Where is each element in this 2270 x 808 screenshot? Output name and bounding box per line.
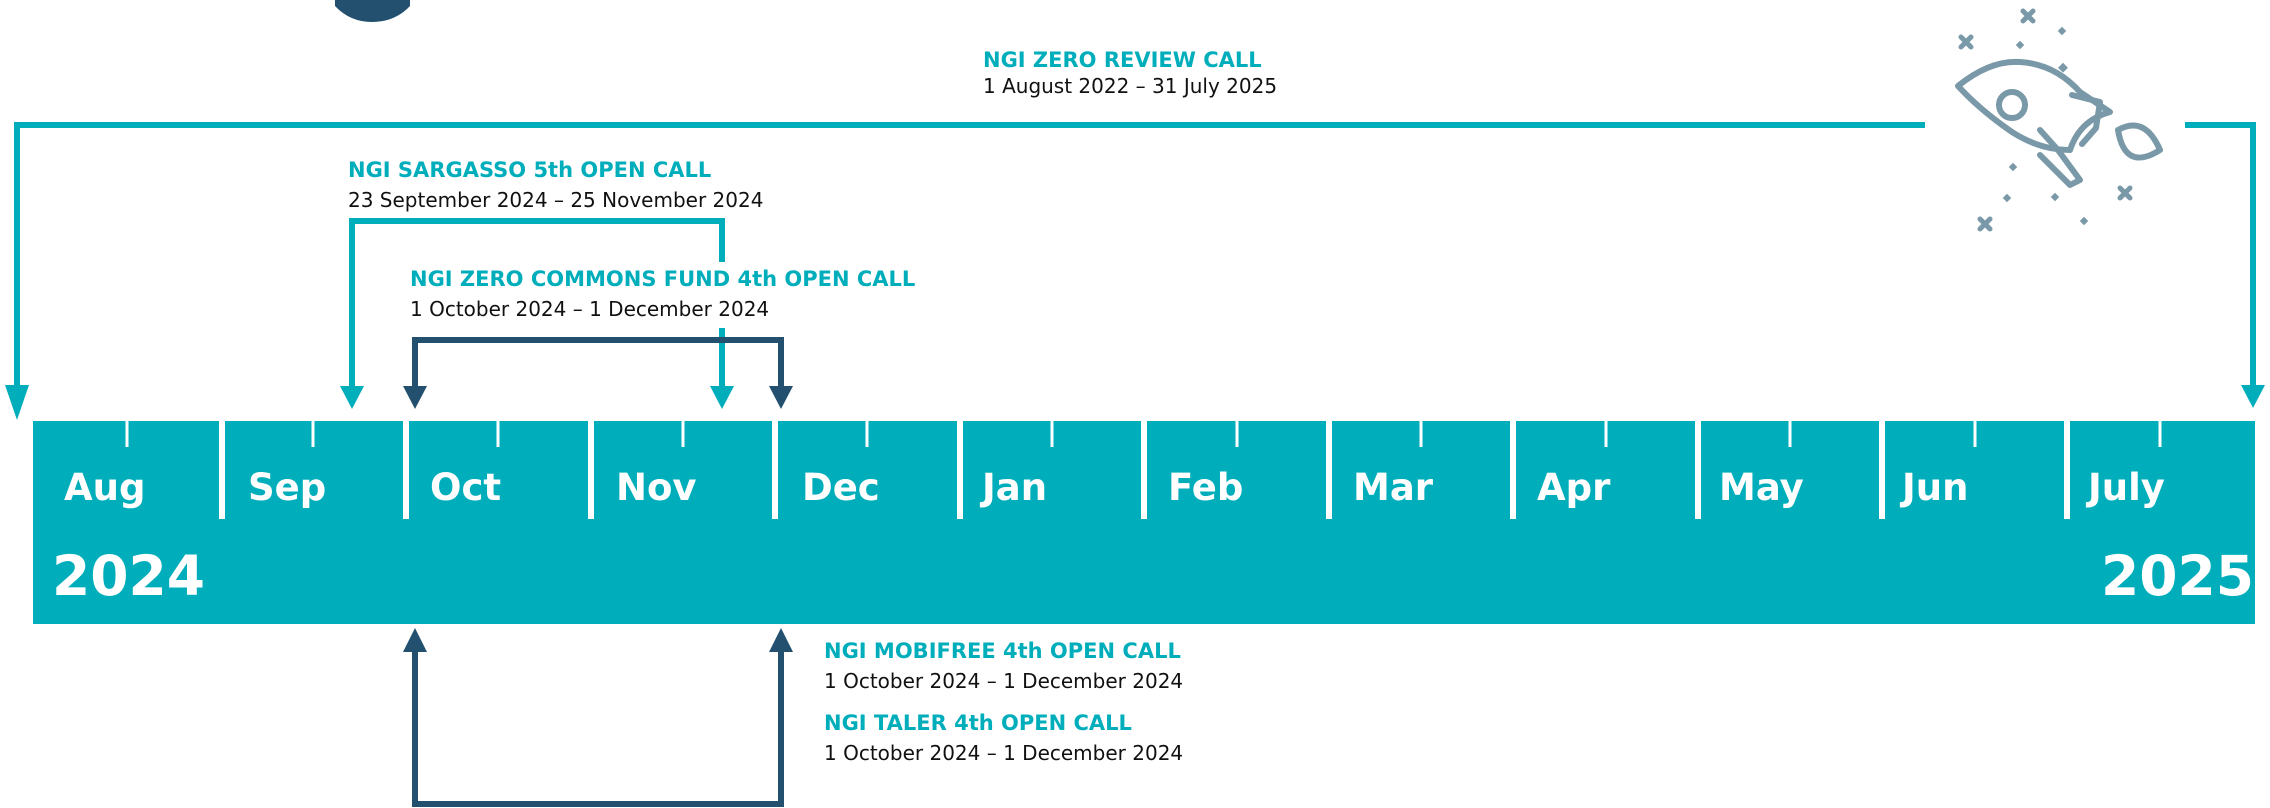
mobifree-arrow-end xyxy=(769,628,793,652)
review-call-dates: 1 August 2022 – 31 July 2025 xyxy=(983,74,1278,98)
mid-month-ticks xyxy=(125,421,2162,447)
taler-call-dates: 1 October 2024 – 1 December 2024 xyxy=(824,741,1184,765)
month-label: Mar xyxy=(1353,466,1434,509)
commons-bracket xyxy=(412,337,784,389)
review-arrow-start xyxy=(5,385,29,420)
month-separators xyxy=(219,421,2070,519)
mobifree-call-dates: 1 October 2024 – 1 December 2024 xyxy=(824,669,1184,693)
month-label: Apr xyxy=(1537,466,1611,509)
mobifree-arrow-start xyxy=(403,628,427,652)
header-shape xyxy=(335,0,410,22)
stars-decoration xyxy=(1958,8,2133,232)
review-call-title: NGI ZERO REVIEW CALL xyxy=(983,48,1262,72)
month-label: Jan xyxy=(982,466,1048,509)
mobifree-call-title: NGI MOBIFREE 4th OPEN CALL xyxy=(824,639,1181,663)
year-start-label: 2024 xyxy=(52,544,206,608)
review-call-bracket xyxy=(14,122,2256,388)
sargasso-arrow-start xyxy=(340,386,364,409)
month-label: Dec xyxy=(802,466,880,509)
month-label: Nov xyxy=(616,466,697,509)
month-label: July xyxy=(2088,466,2165,509)
review-arrow-end xyxy=(2241,385,2265,408)
mobifree-taler-bracket xyxy=(412,650,784,807)
month-label: Sep xyxy=(248,466,327,509)
rocket-icon xyxy=(1955,58,2163,188)
taler-call-title: NGI TALER 4th OPEN CALL xyxy=(824,711,1132,735)
month-label: Jun xyxy=(1902,466,1969,509)
month-label: Feb xyxy=(1168,466,1244,509)
sargasso-call-title: NGI SARGASSO 5th OPEN CALL xyxy=(348,158,712,182)
year-end-label: 2025 xyxy=(2101,544,2255,608)
commons-call-dates: 1 October 2024 – 1 December 2024 xyxy=(410,297,770,321)
month-label: May xyxy=(1719,466,1804,509)
commons-call-title: NGI ZERO COMMONS FUND 4th OPEN CALL xyxy=(410,267,916,291)
commons-arrow-end xyxy=(769,386,793,409)
star-dots xyxy=(2002,26,2089,226)
commons-arrow-start xyxy=(403,386,427,409)
sargasso-call-dates: 23 September 2024 – 25 November 2024 xyxy=(348,188,764,212)
month-label: Aug xyxy=(64,466,146,509)
month-label: Oct xyxy=(430,466,502,509)
sargasso-arrow-end xyxy=(710,386,734,409)
